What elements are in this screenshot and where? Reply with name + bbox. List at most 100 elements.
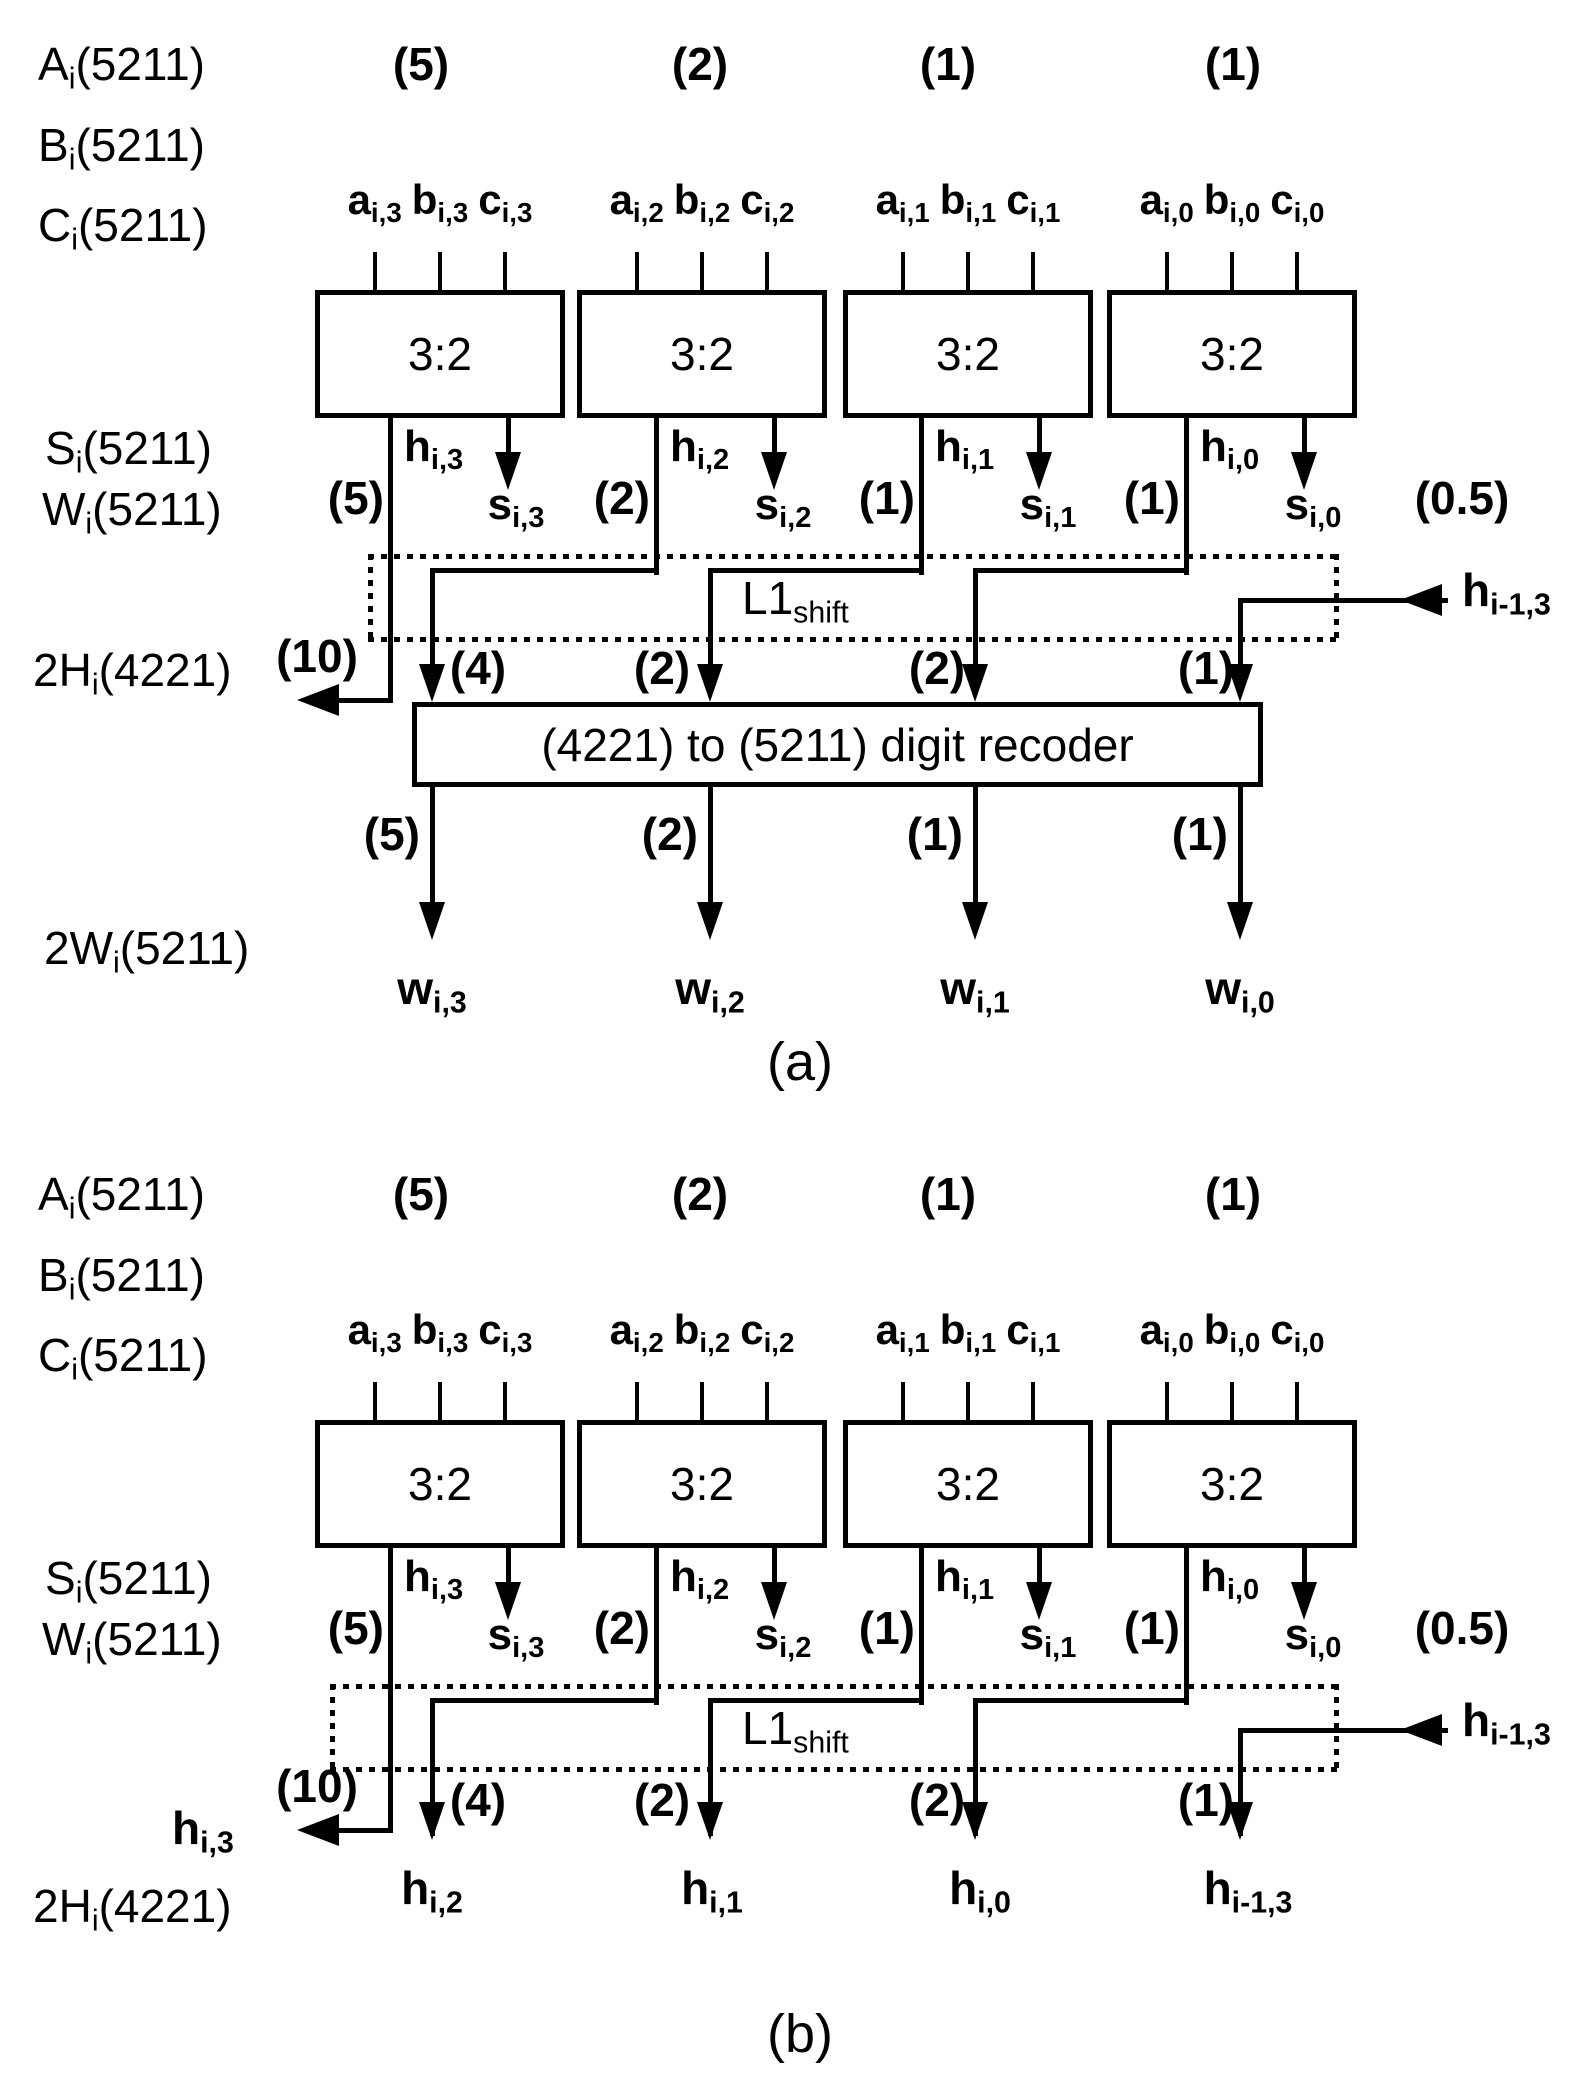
arrowhead-left xyxy=(297,684,339,716)
digit-weight: (2) xyxy=(593,472,650,524)
input-stub xyxy=(373,1382,377,1422)
shift-wire xyxy=(973,1698,1189,1703)
digit-weight: (5) xyxy=(327,1602,384,1654)
shifted-weight: (2) xyxy=(633,642,691,694)
arrowhead-down xyxy=(962,902,988,940)
carry-in-weight: (0.5) xyxy=(1414,472,1510,524)
arrowhead-left xyxy=(1400,584,1442,616)
sum-arrow xyxy=(1302,418,1307,458)
input-stub xyxy=(966,252,970,292)
input-stub xyxy=(1165,1382,1169,1422)
carry-wire xyxy=(388,418,393,703)
arrowhead-down xyxy=(419,1802,445,1840)
panel-b: Ai(5211) Bi(5211) Ci(5211) (5) (2) (1) (… xyxy=(0,1130,1596,2089)
input-stub xyxy=(700,252,704,292)
carry-wire xyxy=(388,1548,393,1833)
compressor-3-2: 3:2 xyxy=(577,1420,827,1548)
sum-arrow xyxy=(506,418,511,458)
shift-region-border xyxy=(330,1767,1339,1772)
shift-wire xyxy=(430,1698,659,1703)
carry-wire xyxy=(654,418,659,575)
input-stub xyxy=(635,252,639,292)
operand-label-C: Ci(5211) xyxy=(38,199,208,257)
sum-arrow xyxy=(1302,1548,1307,1588)
shift-label: L1shift xyxy=(742,572,849,630)
carry-out-weight: (10) xyxy=(276,630,358,682)
shift-wire xyxy=(708,1698,924,1703)
shift-region-border xyxy=(368,637,1339,642)
caption-a: (a) xyxy=(767,1032,833,1092)
result-label-W: Wi(5211) xyxy=(42,1613,222,1671)
input-stub xyxy=(1165,252,1169,292)
shift-wire xyxy=(708,568,924,573)
input-stub xyxy=(1295,1382,1299,1422)
output-label: hi,0 xyxy=(949,1862,1011,1920)
arrowhead-down xyxy=(1026,452,1052,490)
compressor-3-2: 3:2 xyxy=(315,1420,565,1548)
h-vector-label: 2Hi(4221) xyxy=(33,1880,232,1938)
input-stub xyxy=(438,1382,442,1422)
carry-wire xyxy=(1184,1548,1189,1705)
shift-drop-wire xyxy=(430,1698,435,1836)
sum-arrow xyxy=(772,418,777,458)
arrowhead-down xyxy=(419,664,445,702)
carry-out-label: hi,3 xyxy=(172,1802,234,1860)
input-stub xyxy=(765,252,769,292)
shift-drop-wire xyxy=(708,1698,713,1836)
sum-label: si,2 xyxy=(754,1610,812,1665)
arrowhead-left xyxy=(1400,1714,1442,1746)
carry-in-wire xyxy=(1238,598,1243,668)
arrowhead-down xyxy=(1227,902,1253,940)
carry-label: hi,0 xyxy=(1200,422,1260,477)
compressor-3-2: 3:2 xyxy=(1107,1420,1357,1548)
carry-wire xyxy=(919,418,924,575)
operand-label-A: Ai(5211) xyxy=(38,38,205,96)
carry-label: hi,1 xyxy=(935,1552,995,1607)
caption-b: (b) xyxy=(767,2004,833,2064)
panel-a: Ai(5211) Bi(5211) Ci(5211) (5) (2) (1) (… xyxy=(33,38,1551,1092)
shift-drop-wire xyxy=(708,568,713,668)
arrowhead-left xyxy=(297,1814,339,1846)
shifted-weight: (2) xyxy=(633,1774,691,1826)
w-vector-label: 2Wi(5211) xyxy=(44,922,250,980)
compressor-3-2: 3:2 xyxy=(843,290,1093,418)
carry-label: hi,0 xyxy=(1200,1552,1260,1607)
shifted-weight: (2) xyxy=(908,642,966,694)
arrowhead-down xyxy=(697,664,723,702)
arrowhead-down xyxy=(1227,1802,1253,1840)
carry-out-wire xyxy=(335,1828,392,1833)
shifted-weight: (2) xyxy=(908,1774,966,1826)
result-label-S: Si(5211) xyxy=(45,422,212,480)
input-stub xyxy=(765,1382,769,1422)
carry-label: hi,2 xyxy=(670,1552,730,1607)
digit-weight: (1) xyxy=(1204,38,1262,90)
digit-weight: (2) xyxy=(593,1602,650,1654)
shifted-weight: (1) xyxy=(1177,1774,1235,1826)
shifted-weight: (4) xyxy=(449,1774,507,1826)
input-stub xyxy=(635,1382,639,1422)
input-stub xyxy=(901,1382,905,1422)
output-label: hi,2 xyxy=(401,1862,463,1920)
shift-label: L1shift xyxy=(742,1702,849,1760)
input-stub xyxy=(1295,252,1299,292)
digit-weight: (1) xyxy=(858,472,915,524)
digit-weight: (1) xyxy=(919,1168,977,1220)
input-stub xyxy=(503,1382,507,1422)
shifted-weight: (4) xyxy=(449,642,507,694)
shift-wire xyxy=(973,568,1189,573)
compressor-3-2: 3:2 xyxy=(577,290,827,418)
output-label: hi-1,3 xyxy=(1203,1862,1293,1920)
digit-weight: (5) xyxy=(327,472,384,524)
carry-label: hi,3 xyxy=(404,422,464,477)
output-arrow xyxy=(1238,787,1243,904)
input-stub xyxy=(503,252,507,292)
carry-label: hi,1 xyxy=(935,422,995,477)
carry-in-label: hi-1,3 xyxy=(1462,1694,1551,1752)
